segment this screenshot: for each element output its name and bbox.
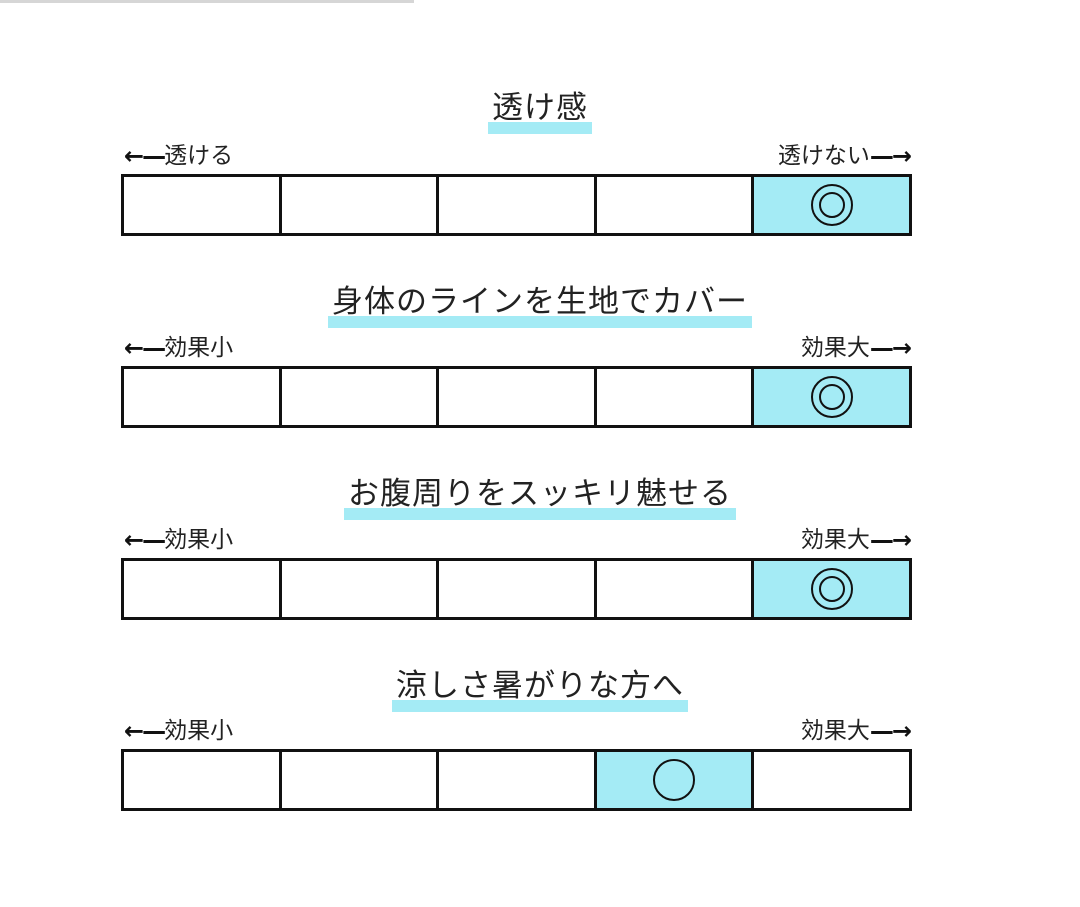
rating-scale: [121, 174, 912, 236]
scale-cell-2: [281, 561, 440, 617]
scale-cell-3: [439, 177, 597, 233]
scale-cell-5-selected: [754, 177, 909, 233]
scale-cell-2: [281, 177, 440, 233]
scale-title: 涼しさ暑がりな方へ: [392, 666, 688, 712]
scale-cell-5-selected: [754, 369, 909, 425]
right-arrow-icon: —→: [869, 334, 912, 362]
scale-cell-2: [281, 369, 440, 425]
title-highlight: [488, 122, 592, 134]
top-scrollbar-strip: [0, 0, 414, 3]
scale-title: 身体のラインを生地でカバー: [328, 282, 752, 328]
left-label: ←— 効果小: [124, 717, 234, 745]
scale-cell-3: [439, 752, 597, 808]
scale-title: 透け感: [488, 88, 592, 134]
right-label: 透けない —→: [777, 142, 912, 170]
title-highlight: [344, 508, 736, 520]
left-label: ←— 透ける: [124, 142, 234, 170]
scale-cell-4: [596, 177, 755, 233]
right-label: 効果大 —→: [800, 526, 912, 554]
scale-cell-3: [439, 369, 597, 425]
scale-cell-1: [124, 177, 282, 233]
right-label: 効果大 —→: [800, 717, 912, 745]
left-arrow-icon: ←—: [124, 526, 166, 554]
scale-cell-4-selected: [596, 752, 755, 808]
scale-cell-1: [124, 561, 282, 617]
scale-cell-1: [124, 369, 282, 425]
scale-title: お腹周りをスッキリ魅せる: [344, 474, 736, 520]
double-circle-icon: [810, 184, 853, 226]
rating-scale: [121, 749, 912, 811]
left-arrow-icon: ←—: [124, 142, 166, 170]
scale-cell-5-selected: [754, 561, 909, 617]
right-label: 効果大 —→: [800, 334, 912, 362]
rating-scale: [121, 366, 912, 428]
double-circle-icon: [810, 568, 853, 610]
double-circle-icon: [810, 376, 853, 418]
circle-icon: [653, 759, 696, 801]
scale-cell-2: [281, 752, 440, 808]
scale-cell-1: [124, 752, 282, 808]
left-arrow-icon: ←—: [124, 334, 166, 362]
scale-cell-4: [596, 561, 755, 617]
left-label: ←— 効果小: [124, 334, 234, 362]
title-highlight: [328, 316, 752, 328]
scale-cell-4: [596, 369, 755, 425]
title-highlight: [392, 700, 688, 712]
right-arrow-icon: —→: [869, 142, 912, 170]
rating-scale: [121, 558, 912, 620]
scale-cell-5: [754, 752, 909, 808]
scale-cell-3: [439, 561, 597, 617]
left-label: ←— 効果小: [124, 526, 234, 554]
right-arrow-icon: —→: [869, 526, 912, 554]
left-arrow-icon: ←—: [124, 717, 166, 745]
right-arrow-icon: —→: [869, 717, 912, 745]
